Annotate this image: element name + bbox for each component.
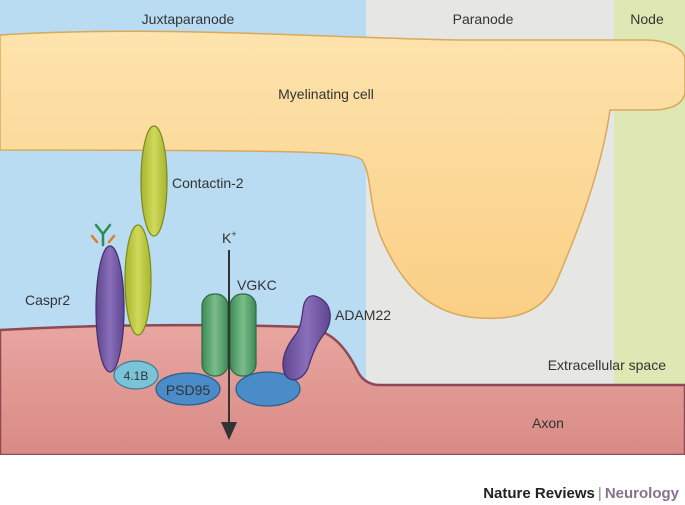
- adam22-label: ADAM22: [335, 307, 391, 323]
- potassium-symbol: K: [222, 230, 232, 246]
- contactin2-label: Contactin-2: [172, 175, 244, 191]
- adam22-partner-protein: [235, 371, 301, 407]
- antibody-icon: [90, 223, 116, 247]
- juxtaparanode-diagram: Juxtaparanode Paranode Node Myelinating …: [0, 0, 685, 455]
- adam22-protein: [282, 295, 331, 381]
- vgkc-channel-left: [201, 293, 229, 377]
- contactin2-upper-domain: [140, 125, 168, 237]
- psd95-label: PSD95: [166, 382, 211, 398]
- journal-name: Neurology: [604, 485, 679, 502]
- caspr2-protein: [95, 245, 125, 373]
- extracellular-space-label: Extracellular space: [548, 357, 666, 373]
- potassium-ion-label: K+: [222, 229, 237, 246]
- psd95-protein: [155, 372, 221, 406]
- publisher-name: Nature Reviews: [483, 485, 595, 502]
- region-label-node: Node: [630, 11, 664, 27]
- region-label-juxtaparanode: Juxtaparanode: [142, 11, 235, 27]
- protein-41b: [113, 360, 159, 390]
- figure-credit: Nature Reviews|Neurology: [483, 485, 679, 502]
- protein-41b-label: 4.1B: [124, 369, 149, 383]
- myelinating-cell: [0, 30, 685, 320]
- region-label-paranode: Paranode: [453, 11, 514, 27]
- vgkc-channel-right: [229, 293, 257, 377]
- contactin2-lower-domain: [124, 224, 152, 336]
- potassium-charge: +: [231, 229, 236, 239]
- axon-label: Axon: [532, 415, 564, 431]
- vgkc-label: VGKC: [237, 277, 277, 293]
- caspr2-label: Caspr2: [25, 292, 70, 308]
- myelinating-cell-label: Myelinating cell: [278, 86, 374, 102]
- credit-separator: |: [597, 485, 602, 502]
